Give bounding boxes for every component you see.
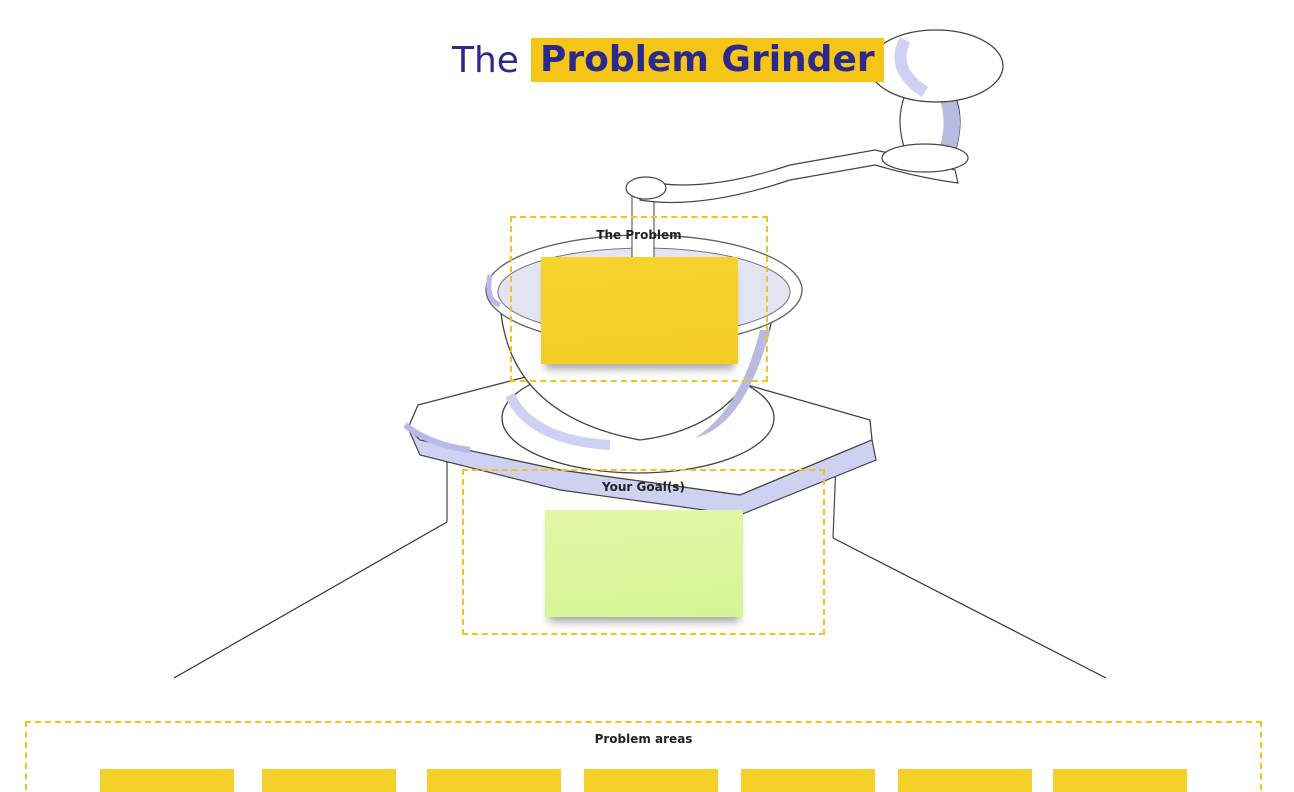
problem-area-sticky-7[interactable] <box>1053 769 1187 792</box>
goal-sticky-note[interactable] <box>545 510 743 617</box>
problem-area-sticky-5[interactable] <box>741 769 875 792</box>
problem-sticky-note[interactable] <box>541 257 738 364</box>
problem-areas-frame-label: Problem areas <box>594 732 693 746</box>
problem-area-sticky-2[interactable] <box>262 769 396 792</box>
title-prefix: The <box>452 39 519 81</box>
title-highlight: Problem Grinder <box>530 38 884 82</box>
problem-area-sticky-6[interactable] <box>898 769 1032 792</box>
goals-frame-label: Your Goal(s) <box>602 480 685 494</box>
problem-frame[interactable]: The Problem <box>510 216 768 382</box>
problem-area-sticky-1[interactable] <box>100 769 234 792</box>
problem-frame-label: The Problem <box>596 228 682 242</box>
problem-area-sticky-3[interactable] <box>427 769 561 792</box>
problem-area-sticky-4[interactable] <box>584 769 718 792</box>
problem-areas-frame[interactable]: Problem areas <box>25 721 1262 792</box>
goals-frame[interactable]: Your Goal(s) <box>462 469 825 635</box>
page-title: The Problem Grinder <box>452 36 884 84</box>
